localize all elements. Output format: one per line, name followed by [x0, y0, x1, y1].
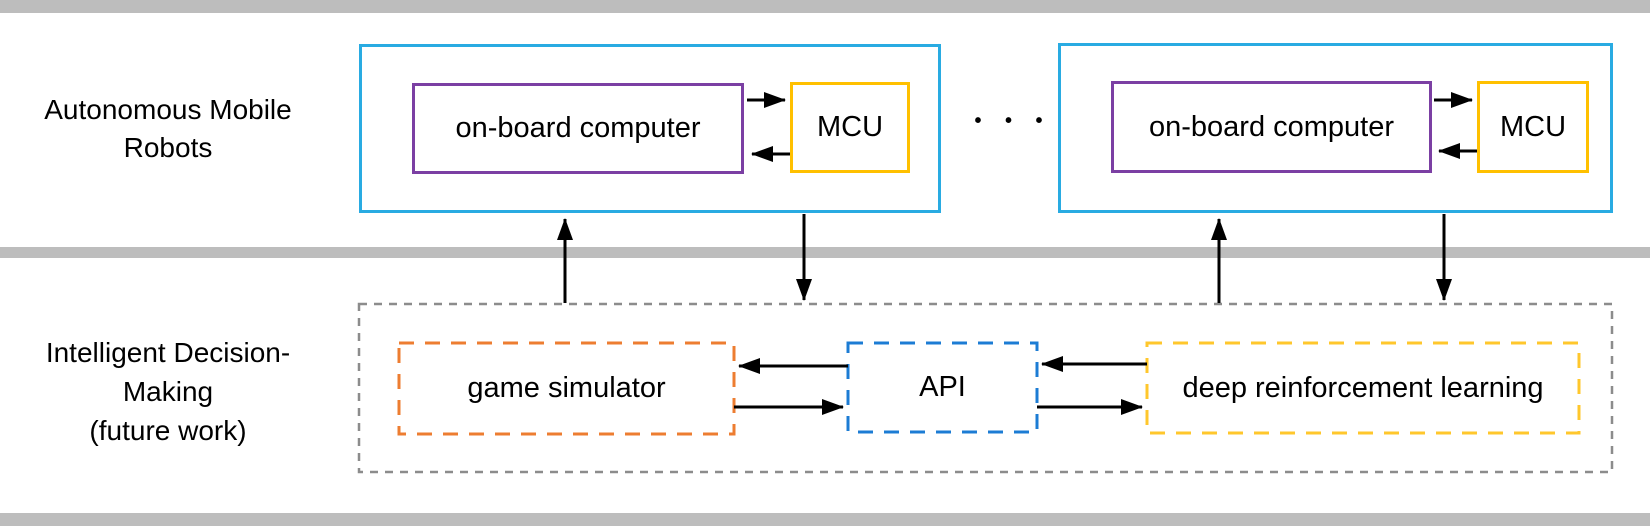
deep-reinforcement-learning-box: deep reinforcement learning: [1147, 343, 1579, 433]
mcu-label-1: MCU: [816, 111, 884, 143]
intelligent-decision-making-label: Intelligent Decision- Making (future wor…: [8, 333, 328, 450]
onboard-computer-box-2: on-board computer: [1111, 81, 1432, 173]
idm-label-line-1: Intelligent Decision-: [45, 337, 291, 368]
game-simulator-label: game simulator: [467, 372, 666, 404]
api-label: API: [919, 371, 966, 403]
autonomous-mobile-robots-label: Autonomous Mobile Robots: [8, 91, 328, 167]
idm-label-line-3: (future work): [89, 415, 247, 446]
amr-label-line-1: Autonomous Mobile: [44, 94, 292, 125]
mcu-box-2: MCU: [1477, 81, 1589, 173]
mcu-label-2: MCU: [1499, 110, 1567, 143]
bottom-divider-bar: [0, 513, 1650, 526]
api-box: API: [848, 343, 1037, 432]
idm-label-line-2: Making: [122, 376, 214, 407]
mcu-box-1: MCU: [790, 82, 910, 173]
top-divider-bar: [0, 0, 1650, 13]
onboard-computer-label-2: on-board computer: [1148, 110, 1395, 143]
amr-label-line-2: Robots: [123, 132, 213, 163]
deep-reinforcement-learning-label: deep reinforcement learning: [1182, 371, 1544, 404]
onboard-computer-box-1: on-board computer: [412, 83, 744, 174]
ellipsis-separator: • • •: [974, 110, 1052, 132]
middle-divider-bar: [0, 247, 1650, 258]
game-simulator-box: game simulator: [399, 343, 734, 434]
onboard-computer-label-1: on-board computer: [455, 112, 701, 144]
